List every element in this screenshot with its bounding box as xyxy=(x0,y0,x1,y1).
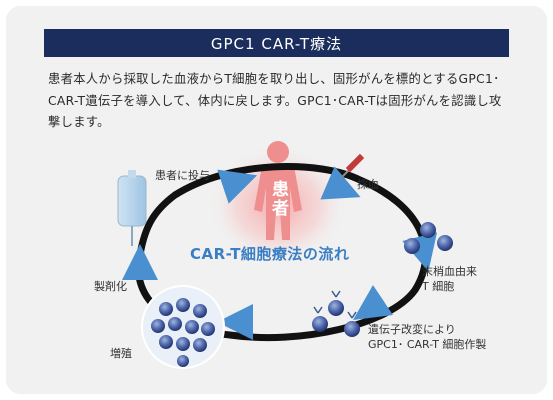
patient-icon xyxy=(254,141,302,240)
expansion-sphere xyxy=(141,285,225,369)
iv-bag-icon xyxy=(117,170,147,246)
tcells-line2: T 細胞 xyxy=(422,280,455,293)
description-text: 患者本人から採取した血液からT細胞を取り出し、固形がんを標的とするGPC1･CA… xyxy=(48,72,502,129)
step-tcells-label: 末梢血由来 T 細胞 xyxy=(422,264,477,294)
step-administer-label: 患者に投与 xyxy=(155,169,210,182)
arrow-to-blood xyxy=(320,166,361,200)
modify-line1: 遺伝子改変により xyxy=(368,323,456,336)
title-text: GPC1 CAR-T療法 xyxy=(210,34,343,53)
tcells-line1: 末梢血由来 xyxy=(422,265,477,278)
t-cell-cluster xyxy=(404,222,453,254)
step-modify-label: 遺伝子改変により GPC1･ CAR-T 細胞作製 xyxy=(368,322,486,352)
patient-label: 患者 xyxy=(268,180,288,218)
page-title: GPC1 CAR-T療法 xyxy=(44,29,509,57)
step-formulate-label: 製剤化 xyxy=(94,280,127,293)
arrow-to-patient xyxy=(217,169,258,204)
syringe-icon xyxy=(341,153,365,178)
flow-title: CAR-T細胞療法の流れ xyxy=(190,245,350,263)
step-blood-draw-label: 採血 xyxy=(357,178,379,191)
modify-line2: GPC1･ CAR-T 細胞作製 xyxy=(368,338,487,351)
step-expand-label: 増殖 xyxy=(110,347,132,360)
car-t-cells xyxy=(312,290,360,337)
arrow-to-modify xyxy=(353,285,393,320)
arrow-to-tcells xyxy=(402,232,438,272)
